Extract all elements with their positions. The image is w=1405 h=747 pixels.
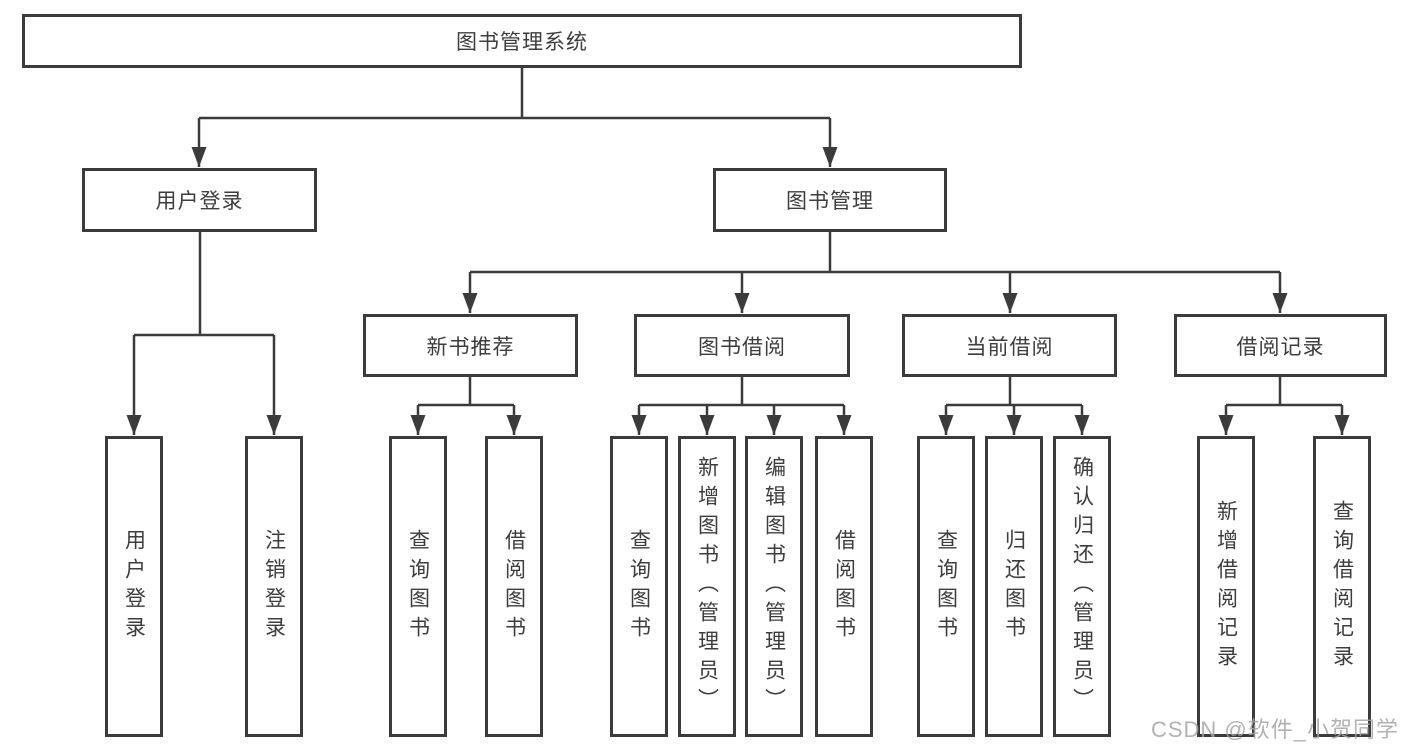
leaf-borrowing-borrow-books: 借阅图书 — [815, 436, 873, 737]
node-new-book-recommendation: 新书推荐 — [363, 314, 578, 377]
leaf-borrowing-query-books: 查询图书 — [610, 436, 668, 737]
leaf-current-query-books: 查询图书 — [917, 436, 975, 737]
leaf-label: 查询图书 — [627, 528, 651, 645]
node-label: 当前借阅 — [965, 335, 1054, 359]
node-label: 借阅记录 — [1236, 335, 1325, 359]
leaf-label: 归还图书 — [1002, 528, 1026, 645]
leaf-label: 注销登录 — [262, 528, 286, 645]
node-label: 图书管理系统 — [456, 31, 588, 54]
leaf-label: 借阅图书 — [832, 528, 856, 645]
leaf-label: 新增图书（管理员） — [695, 456, 719, 717]
leaf-records-add-borrow-record: 新增借阅记录 — [1197, 436, 1255, 737]
leaf-current-return-books: 归还图书 — [985, 436, 1043, 737]
leaf-label: 确认归还（管理员） — [1070, 456, 1094, 717]
leaf-recommend-borrow-books: 借阅图书 — [485, 436, 543, 737]
leaf-borrowing-add-books-admin: 新增图书（管理员） — [678, 436, 736, 737]
leaf-current-confirm-return-admin: 确认归还（管理员） — [1053, 436, 1111, 737]
leaf-logout: 注销登录 — [245, 436, 303, 737]
leaf-label: 借阅图书 — [502, 528, 526, 645]
leaf-label: 用户登录 — [122, 528, 146, 645]
node-book-management: 图书管理 — [713, 168, 947, 232]
node-user-login: 用户登录 — [82, 168, 317, 232]
node-label: 图书管理 — [786, 190, 874, 213]
leaf-user-login: 用户登录 — [105, 436, 163, 737]
node-book-borrowing: 图书借阅 — [634, 314, 850, 377]
leaf-label: 编辑图书（管理员） — [762, 456, 786, 717]
node-borrowing-records: 借阅记录 — [1174, 314, 1387, 377]
leaf-records-query-borrow-record: 查询借阅记录 — [1313, 436, 1371, 737]
node-current-borrowing: 当前借阅 — [902, 314, 1117, 377]
node-root-library-management-system: 图书管理系统 — [22, 14, 1022, 68]
leaf-label: 查询图书 — [406, 528, 430, 645]
leaf-label: 查询图书 — [934, 528, 958, 645]
node-label: 用户登录 — [155, 190, 244, 213]
leaf-label: 新增借阅记录 — [1214, 499, 1238, 674]
leaf-label: 查询借阅记录 — [1330, 499, 1354, 674]
leaf-borrowing-edit-books-admin: 编辑图书（管理员） — [745, 436, 803, 737]
node-label: 新书推荐 — [426, 335, 515, 359]
node-label: 图书借阅 — [698, 335, 786, 359]
leaf-recommend-query-books: 查询图书 — [389, 436, 447, 737]
csdn-watermark: CSDN @软件_小贺同学 — [1150, 717, 1399, 742]
